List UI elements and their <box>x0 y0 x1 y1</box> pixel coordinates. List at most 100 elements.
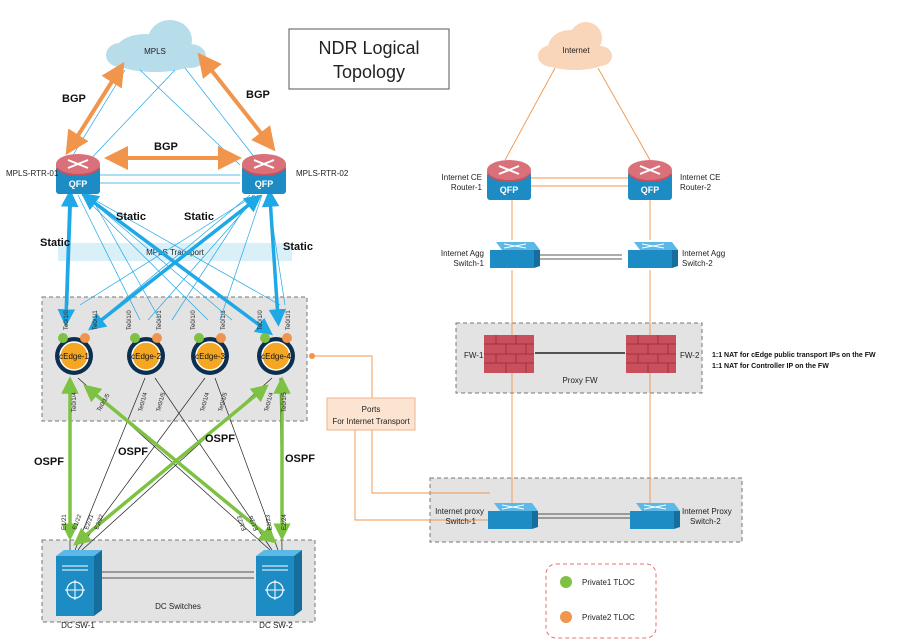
internet-cloud-label: Internet <box>562 46 590 55</box>
fw-1-label: FW-1 <box>464 351 484 360</box>
cedge-label: cEdge-2 <box>131 352 161 361</box>
internet-cloud: Internet <box>538 22 612 70</box>
router-mpls-02: QFP <box>242 154 286 194</box>
bgp-arrow-right <box>197 52 276 152</box>
dc-sw-2-label: DC SW-2 <box>259 621 293 630</box>
private2-tloc-dot <box>80 333 90 343</box>
private2-tloc-dot <box>216 333 226 343</box>
proxy-switch-group-box <box>429 477 743 543</box>
ospf-label-1: OSPF <box>34 456 64 468</box>
dc-port-labels: E1/21 E1/22 E2/21 E2/22 E1/23 E1/24 E2/2… <box>62 513 288 531</box>
title-line-1: NDR Logical <box>318 38 419 58</box>
dc-sw-1-label: DC SW-1 <box>61 621 95 630</box>
inet-ce-2-label-1: Internet CE <box>680 173 720 182</box>
mpls-cloud-label: MPLS <box>144 47 166 56</box>
port-label: Te0/1/4 <box>72 392 78 412</box>
title-line-2: Topology <box>333 62 405 82</box>
cedge-1: cEdge-1 <box>55 333 93 375</box>
cedge-2: cEdge-2 <box>127 333 165 375</box>
port-label: Te0/1/4 <box>138 391 149 412</box>
port-label: Te0/1/5 <box>218 391 229 412</box>
port-label: Te0/1/1 <box>221 310 227 330</box>
private1-tloc-dot <box>58 333 68 343</box>
mpls-cloud: MPLS <box>106 20 206 72</box>
port-label: E2/24 <box>282 514 288 530</box>
static-label-2: Static <box>184 211 214 223</box>
dc-switches-label: DC Switches <box>155 602 201 611</box>
router-mpls-01: QFP <box>56 154 100 194</box>
fw-2-label: FW-2 <box>680 351 700 360</box>
bgp-label-middle: BGP <box>154 141 178 153</box>
cedge-label: cEdge-4 <box>261 352 291 361</box>
static-label-3: Static <box>40 237 70 249</box>
port-label: E2/22 <box>94 513 105 530</box>
internet-port-dot <box>309 353 315 359</box>
cedge-3: cEdge-3 <box>191 333 229 375</box>
port-label: Te0/1/5 <box>156 391 167 412</box>
ports-box-line-1: Ports <box>362 405 381 414</box>
legend-private1-label: Private1 TLOC <box>582 578 635 587</box>
private1-tloc-dot <box>194 333 204 343</box>
proxy-fw-label: Proxy FW <box>562 376 598 385</box>
title-box <box>288 28 450 90</box>
ospf-label-3: OSPF <box>205 433 235 445</box>
internet-proxy-switch-1 <box>488 503 538 529</box>
agg-1-label-2: Switch-1 <box>453 259 484 268</box>
bgp-label-left: BGP <box>62 93 86 105</box>
legend-private1-swatch <box>560 576 572 588</box>
port-label: Te0/1/0 <box>64 310 70 330</box>
port-label: Te0/1/0 <box>258 310 264 330</box>
port-label: E2/23 <box>265 514 274 531</box>
dc-switch-1 <box>56 550 102 616</box>
router-chip-label: QFP <box>69 179 88 189</box>
cedge-bottom-port-labels: Te0/1/4 Te0/1/5 Te0/1/4 Te0/1/5 Te0/1/4 … <box>72 391 288 413</box>
router-chip-label: QFP <box>255 179 274 189</box>
router-internet-ce-2: QFP <box>628 160 672 200</box>
ospf-label-2: OSPF <box>118 446 148 458</box>
internet-agg-switch-1 <box>490 242 540 268</box>
private1-tloc-dot <box>260 333 270 343</box>
port-label: E2/21 <box>84 513 95 530</box>
port-label: E1/23 <box>237 514 248 531</box>
static-arrows <box>57 189 287 336</box>
agg-2-label-1: Internet Agg <box>682 249 725 258</box>
bgp-label-right: BGP <box>246 89 270 101</box>
port-label: Te0/1/1 <box>157 310 163 330</box>
firewall-1 <box>484 335 534 373</box>
port-label: E1/21 <box>62 514 68 530</box>
inet-ce-2-label-2: Router-2 <box>680 183 712 192</box>
legend-private2-label: Private2 TLOC <box>582 613 635 622</box>
static-label-4: Static <box>283 241 313 253</box>
inet-ce-1-label-2: Router-1 <box>451 183 483 192</box>
ospf-label-4: OSPF <box>285 453 315 465</box>
port-label: E1/24 <box>249 514 260 531</box>
legend-private2-swatch <box>560 611 572 623</box>
cedge-label: cEdge-3 <box>195 352 225 361</box>
internet-agg-switch-2 <box>628 242 678 268</box>
cedge-4: cEdge-4 <box>257 333 295 375</box>
inet-ce-1-label-1: Internet CE <box>442 173 482 182</box>
private2-tloc-dot <box>282 333 292 343</box>
router-chip-label: QFP <box>500 185 519 195</box>
proxy-2-label-2: Switch-2 <box>690 517 721 526</box>
port-label: Te0/1/5 <box>282 392 288 412</box>
internet-proxy-switch-2 <box>630 503 680 529</box>
nat-note-1: 1:1 NAT for cEdge public transport IPs o… <box>712 352 876 359</box>
port-label: Te0/1/1 <box>93 310 99 330</box>
port-label: Te0/1/0 <box>127 310 133 330</box>
ospf-arrows <box>61 376 291 546</box>
cedge-label: cEdge-1 <box>59 352 89 361</box>
legend-box <box>545 563 657 639</box>
agg-2-label-2: Switch-2 <box>682 259 713 268</box>
mpls-rtr-02-label: MPLS-RTR-02 <box>296 169 349 178</box>
mpls-rtr-01-label: MPLS-RTR-01 <box>6 169 59 178</box>
port-label: Te0/1/4 <box>264 391 275 412</box>
port-label: Te0/1/1 <box>286 310 292 330</box>
agg-1-label-1: Internet Agg <box>441 249 484 258</box>
proxy-1-label-2: Switch-1 <box>445 517 476 526</box>
port-label: Te0/1/0 <box>191 310 197 330</box>
bgp-arrow-left <box>65 61 125 156</box>
internet-links <box>309 67 651 521</box>
